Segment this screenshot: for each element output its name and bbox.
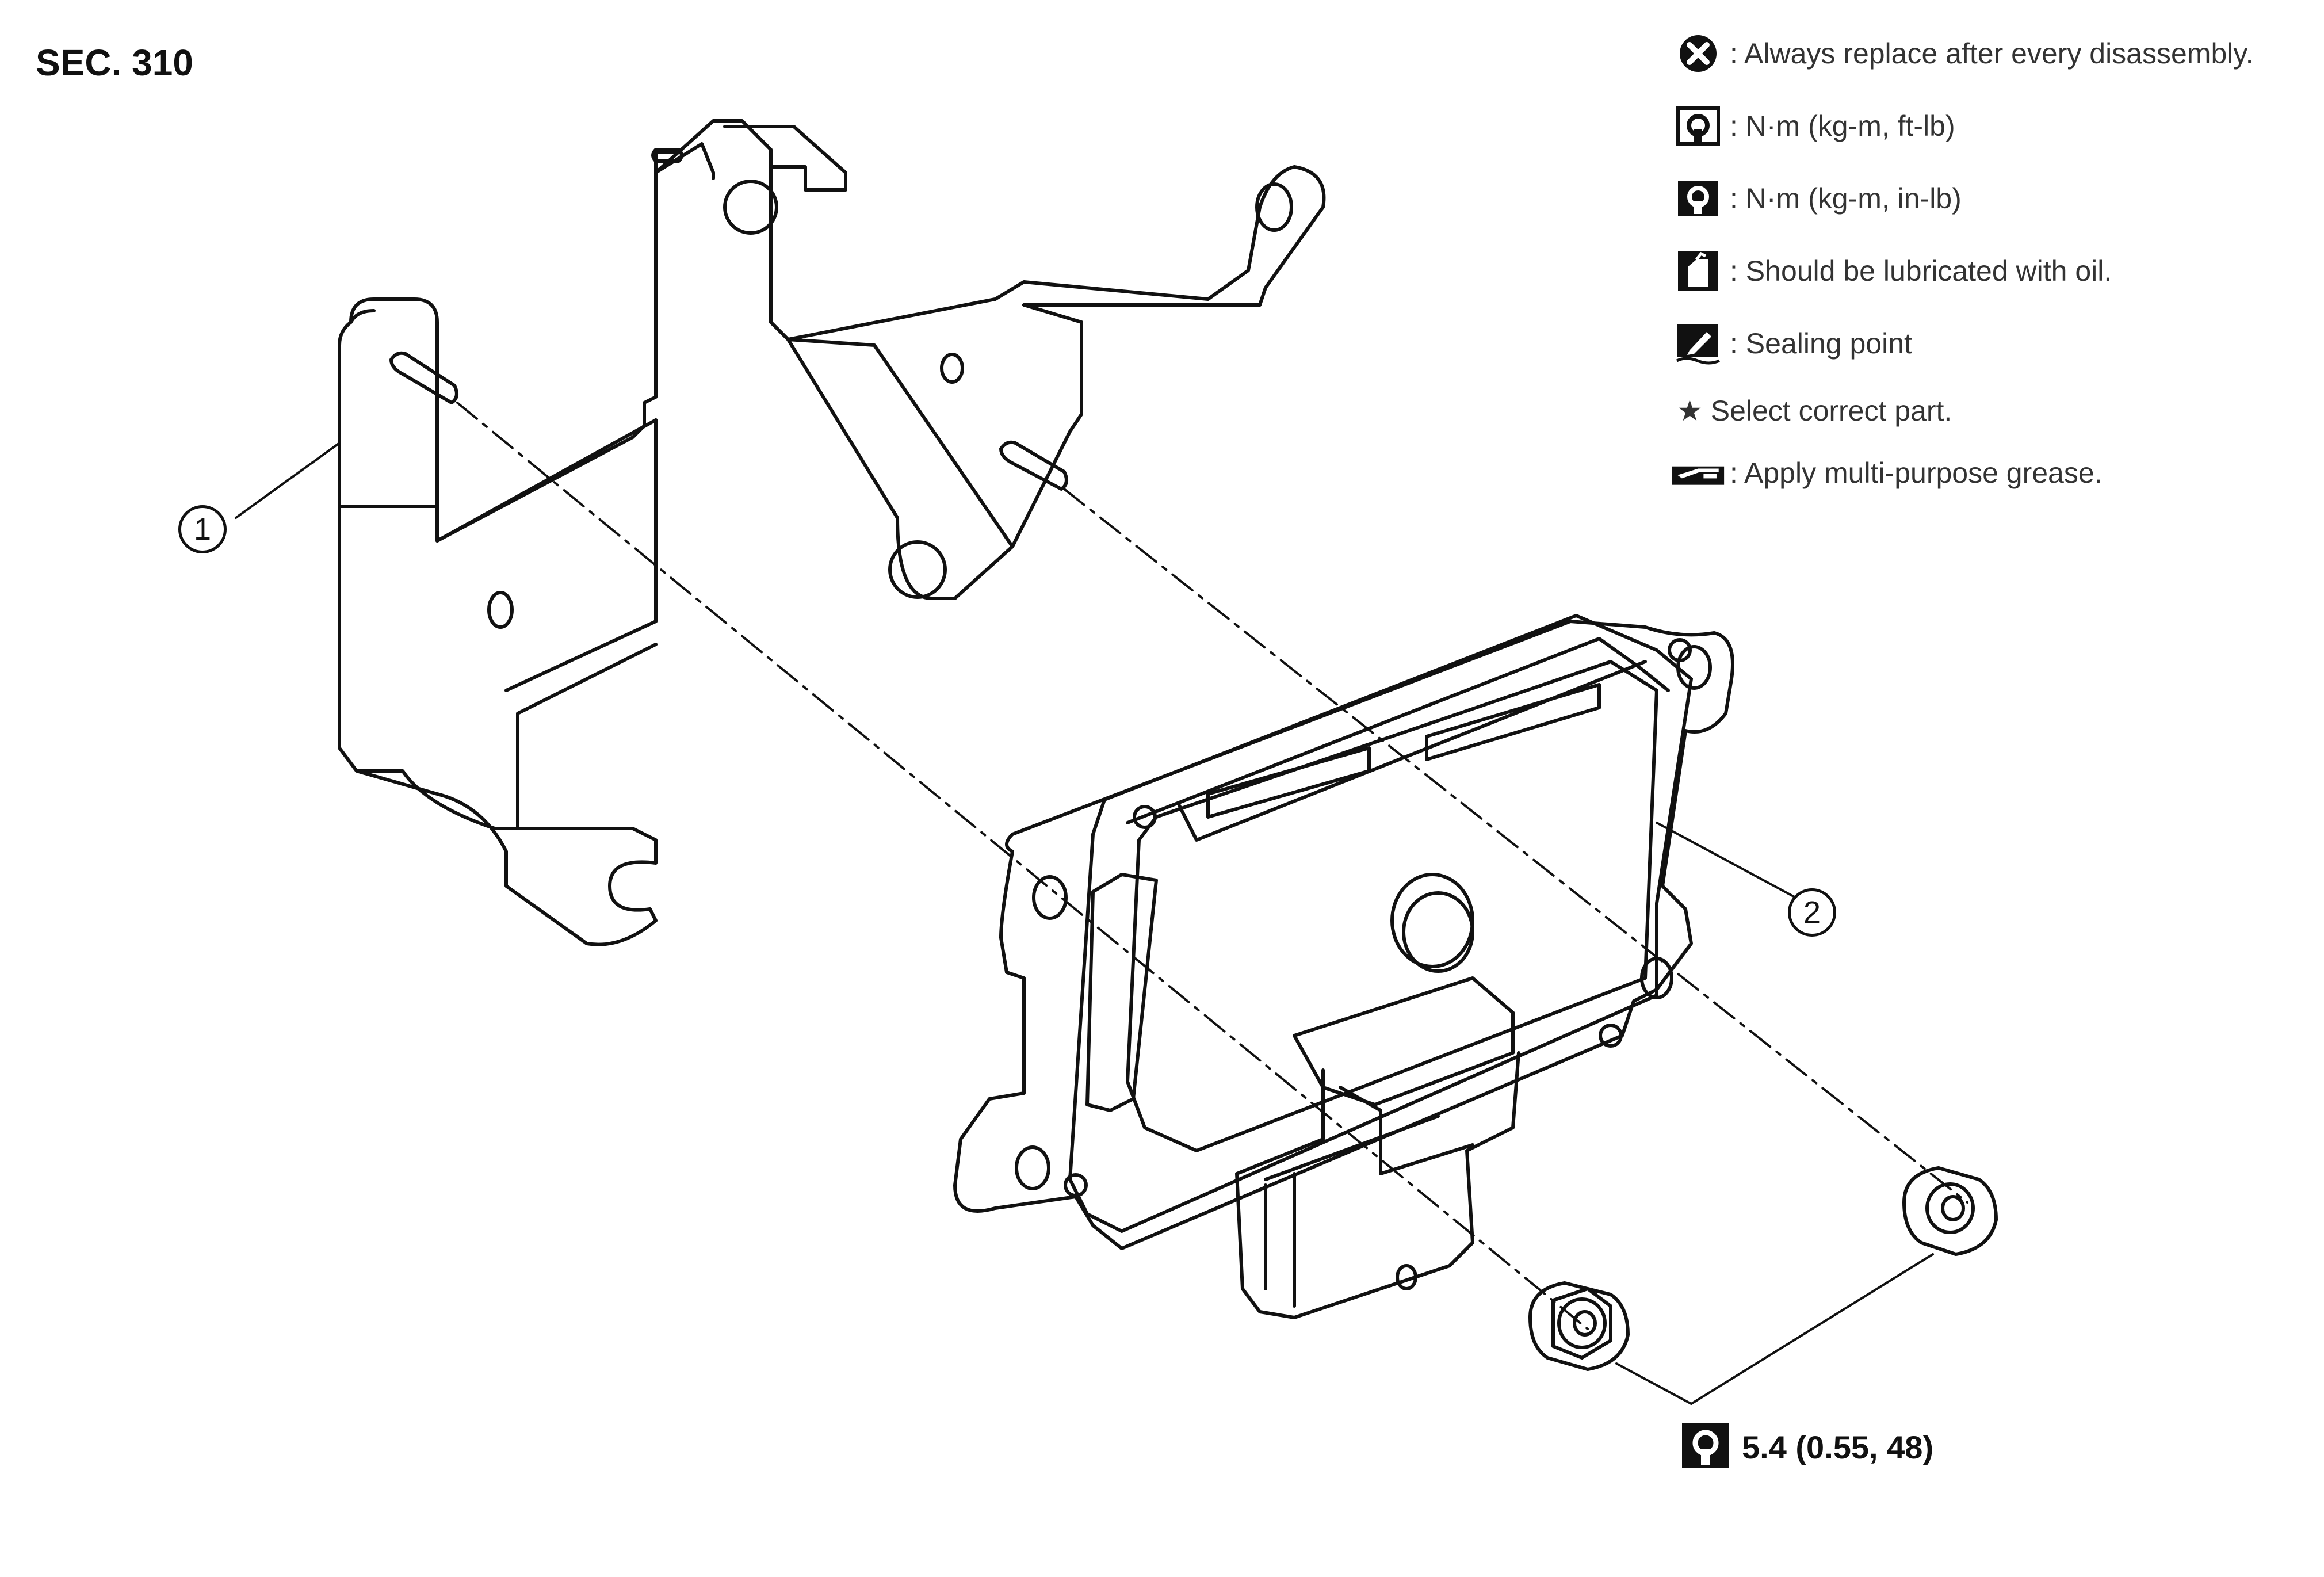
legend-label: : Sealing point: [1730, 327, 1912, 360]
sealing-point-icon: [1671, 316, 1725, 371]
bracket: [338, 119, 1326, 946]
torque-ft-lb-icon: [1671, 99, 1725, 153]
control-unit: [953, 614, 1734, 1319]
legend-label: : N·m (kg-m, in-lb): [1730, 182, 1962, 215]
legend-label: : Should be lubricated with oil.: [1730, 255, 2112, 287]
legend-item-lubricate: : Should be lubricated with oil.: [1671, 235, 2315, 307]
nut-right: [1902, 1166, 1998, 1256]
callout-1: 1: [178, 505, 227, 553]
symbol-legend: : Always replace after every disassembly…: [1671, 17, 2315, 504]
grease-icon: [1671, 446, 1725, 500]
oil-lubricate-icon: [1671, 244, 1725, 298]
legend-label: ★ Select correct part.: [1677, 395, 1952, 427]
torque-in-lb-icon: [1680, 1421, 1731, 1473]
nut-left: [1528, 1281, 1630, 1371]
always-replace-icon: [1671, 26, 1725, 81]
legend-label: : Always replace after every disassembly…: [1730, 37, 2254, 70]
legend-label: : N·m (kg-m, ft-lb): [1730, 110, 1955, 142]
section-title: SEC. 310: [36, 42, 193, 83]
legend-item-grease: : Apply multi-purpose grease.: [1671, 442, 2315, 504]
legend-item-torque-ft-lb: : N·m (kg-m, ft-lb): [1671, 90, 2315, 162]
legend-label: : Apply multi-purpose grease.: [1730, 457, 2103, 489]
callout-2: 2: [1788, 888, 1836, 937]
alignment-lines: [456, 402, 1968, 1330]
legend-item-sealing: : Sealing point: [1671, 307, 2315, 380]
torque-spec: 5.4 (0.55, 48): [1680, 1421, 1933, 1473]
legend-item-always-replace: : Always replace after every disassembly…: [1671, 17, 2315, 90]
torque-in-lb-icon: [1671, 171, 1725, 226]
legend-item-torque-in-lb: : N·m (kg-m, in-lb): [1671, 162, 2315, 235]
legend-item-select-part: ★ Select correct part.: [1671, 380, 2315, 442]
torque-value: 5.4 (0.55, 48): [1742, 1429, 1934, 1465]
leader-lines: [235, 442, 1934, 1405]
